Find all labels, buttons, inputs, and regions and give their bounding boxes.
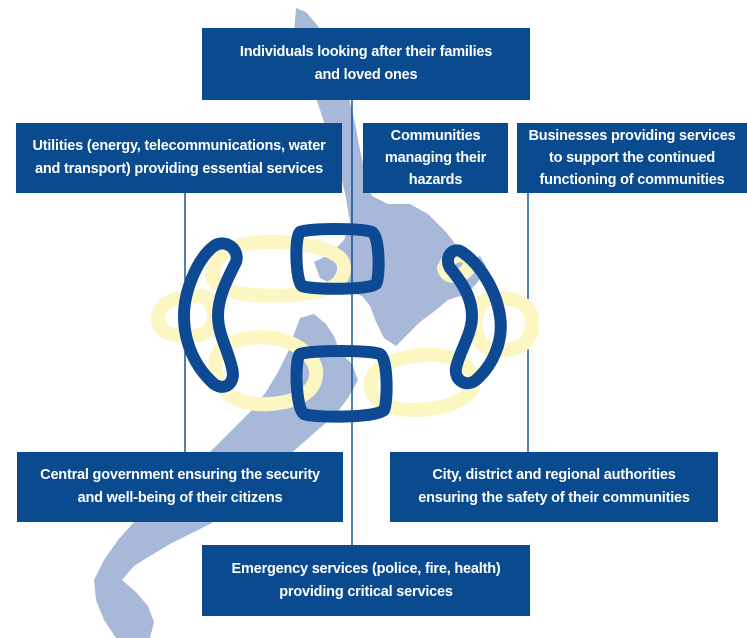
chain-link-dark-left xyxy=(178,237,243,393)
box-utilities-text: Utilities (energy, telecommunications, w… xyxy=(32,138,326,177)
box-local-authorities: City, district and regional authorities … xyxy=(390,452,718,522)
box-central-government: Central government ensuring the security… xyxy=(17,452,343,522)
box-local-authorities-text: City, district and regional authorities … xyxy=(418,467,690,506)
stewart-island-shape xyxy=(124,618,150,638)
chain-link-dark-right xyxy=(441,244,507,390)
box-individuals-text: Individuals looking after their families… xyxy=(239,44,493,83)
chain-link-light-bottom-right xyxy=(363,347,481,417)
box-businesses-text: Businesses providing services to support… xyxy=(528,128,736,188)
box-communities: Communities managing their hazards xyxy=(363,123,508,193)
box-utilities: Utilities (energy, telecommunications, w… xyxy=(16,123,342,193)
box-individuals: Individuals looking after their families… xyxy=(202,28,530,100)
box-emergency-services-text: Emergency services (police, fire, health… xyxy=(231,560,501,600)
box-central-government-text: Central government ensuring the security… xyxy=(40,467,320,506)
box-emergency-services: Emergency services (police, fire, health… xyxy=(202,545,530,616)
chain-link-dark-top xyxy=(290,223,385,295)
chain-links-dark xyxy=(178,223,507,423)
box-businesses: Businesses providing services to support… xyxy=(517,123,747,193)
box-communities-text: Communities managing their hazards xyxy=(384,128,487,188)
chain-link-dark-bottom xyxy=(290,345,393,423)
